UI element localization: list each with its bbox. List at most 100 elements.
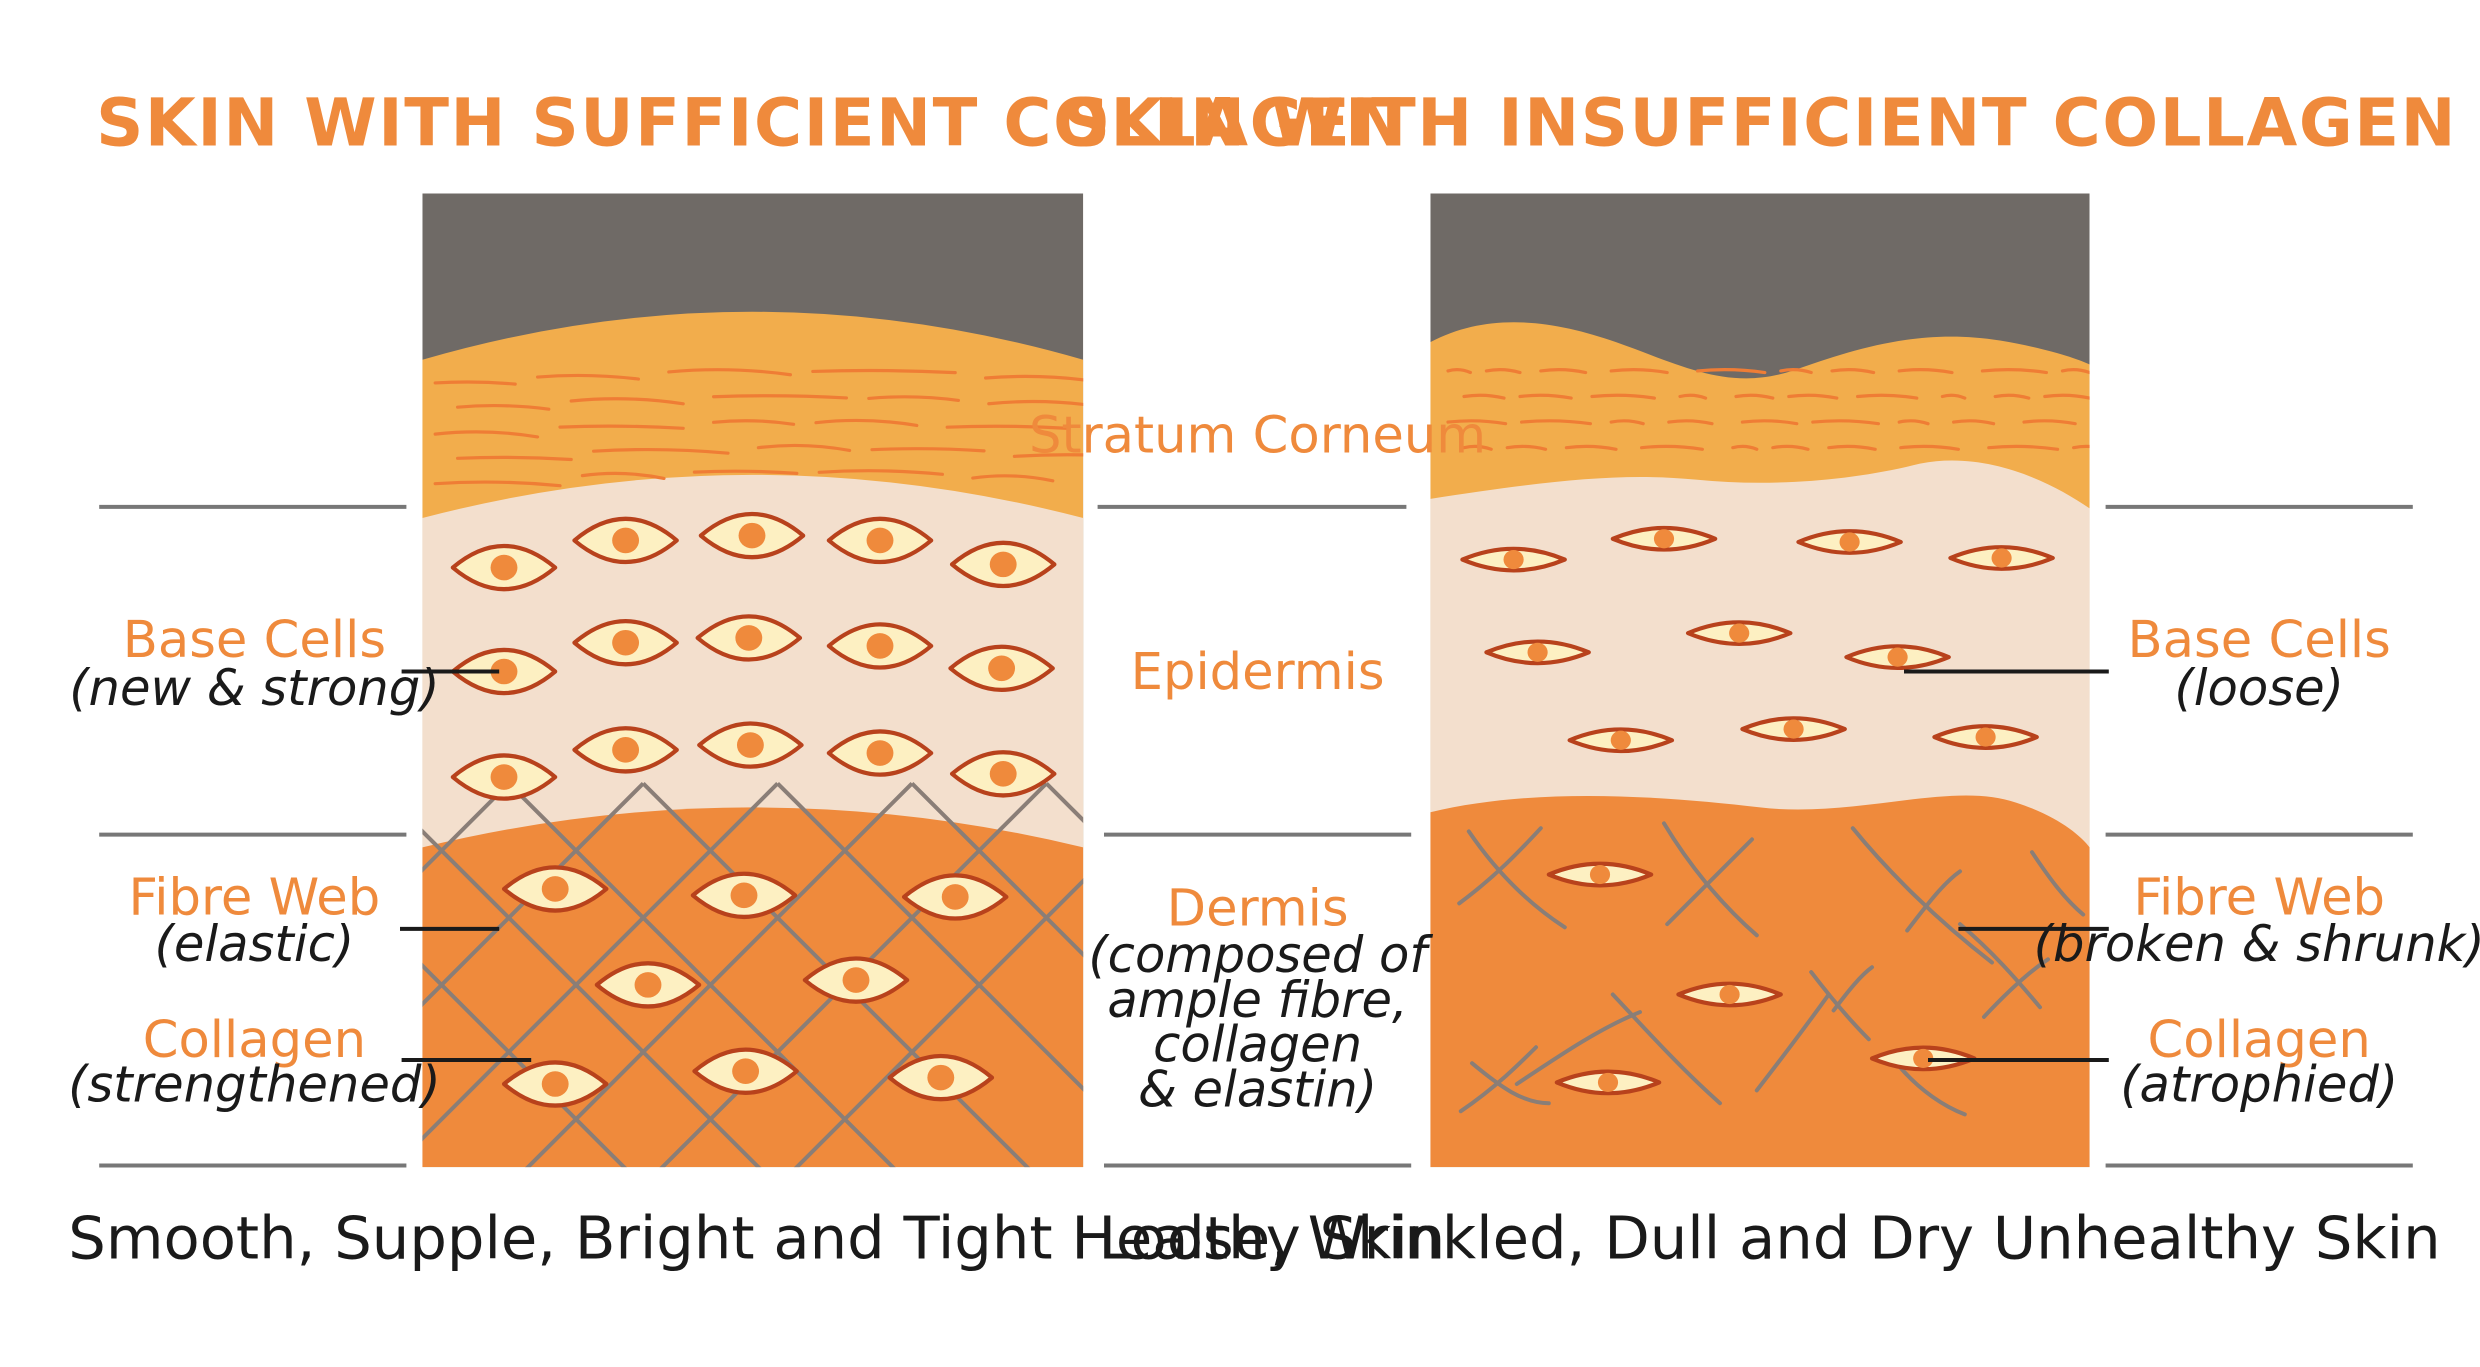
cell-nucleus <box>866 527 894 554</box>
left-collagen-desc: (strengthened) <box>68 1056 441 1114</box>
left-fibre-web <box>0 782 1084 1199</box>
right-collagen-desc: (atrophied) <box>2120 1056 2398 1114</box>
cell <box>948 644 1055 692</box>
cell <box>1676 981 1783 1008</box>
cell-nucleus <box>988 655 1016 682</box>
cell-nucleus <box>1653 529 1675 549</box>
stratum-stroke <box>971 474 1055 483</box>
stratum-stroke <box>580 471 666 481</box>
stratum-stroke <box>2060 368 2090 375</box>
cell-nucleus <box>866 633 894 659</box>
right-caption: Loose, Wrinkled, Dull and Dry Unhealthy … <box>1099 1203 2441 1272</box>
right-fibre-web-desc: (broken & shrunk) <box>2034 915 2480 973</box>
epidermis-label: Epidermis <box>1131 642 1385 702</box>
cell-nucleus <box>541 1071 569 1097</box>
broken-fibre <box>1610 992 1722 1106</box>
cell-nucleus <box>941 884 969 910</box>
cell-nucleus <box>738 522 766 549</box>
cell <box>1567 727 1675 754</box>
stratum-stroke <box>433 430 540 439</box>
stratum-stroke <box>1827 444 1877 451</box>
stratum-stroke <box>1590 393 1656 400</box>
stratum-stroke <box>2072 444 2090 450</box>
cell <box>501 865 609 913</box>
stratum-stroke <box>456 455 573 462</box>
right-leader-lines <box>1904 669 2109 1063</box>
stratum-stroke <box>1667 419 1714 426</box>
broken-fibre <box>1958 922 2042 1010</box>
stratum-stroke <box>867 395 961 403</box>
left-fibre-web-label: Fibre Web <box>129 868 381 928</box>
left-base-cells-desc: (new & strong) <box>69 659 439 717</box>
fibre-line <box>0 783 240 1199</box>
fibre-line <box>422 782 511 873</box>
cell <box>450 543 558 592</box>
stratum-stroke <box>945 424 1071 430</box>
broken-fibre <box>1982 957 2050 1019</box>
cell-nucleus <box>1729 623 1750 643</box>
left-stratum-texture <box>433 368 1084 488</box>
cell <box>692 1047 799 1095</box>
stratum-stroke <box>667 368 793 377</box>
cell-nucleus <box>1610 730 1631 750</box>
stratum-stroke <box>1952 419 1996 426</box>
cell-nucleus <box>612 737 640 763</box>
stratum-stroke <box>1462 393 1506 400</box>
cell-nucleus <box>612 527 640 554</box>
stratum-stroke <box>456 403 551 411</box>
cell <box>698 511 806 560</box>
stratum-stroke <box>536 373 641 381</box>
right-cells <box>1460 526 2055 1096</box>
broken-fibre <box>1458 1045 1538 1114</box>
cell <box>1460 546 1567 573</box>
cell <box>949 540 1057 589</box>
broken-fibre <box>1754 992 1831 1093</box>
stratum-stroke <box>1609 368 1669 375</box>
cell <box>1844 644 1951 670</box>
stratum-stroke <box>1505 444 1548 451</box>
cell-nucleus <box>989 551 1017 578</box>
stratum-stroke <box>712 394 849 400</box>
cell <box>826 622 934 670</box>
right-dermis <box>1430 795 2090 1168</box>
stratum-stroke <box>692 469 799 475</box>
stratum-stroke <box>1564 444 1618 451</box>
stratum-stroke <box>1856 393 1919 400</box>
cell-nucleus <box>1719 984 1740 1005</box>
cell <box>1610 526 1718 552</box>
cell <box>697 721 804 769</box>
stratum-stroke <box>817 469 945 476</box>
cell <box>826 516 934 565</box>
left-base-cells-label: Base Cells <box>123 610 386 670</box>
stratum-stroke <box>712 419 796 426</box>
stratum-stroke <box>1779 368 1813 375</box>
broken-fibre <box>1514 1010 1642 1087</box>
cell-nucleus <box>1887 647 1908 667</box>
cell <box>690 871 798 920</box>
dermis-desc-line-1: (composed of <box>1088 926 1433 984</box>
cell-nucleus <box>1783 719 1804 739</box>
stratum-stroke <box>1518 393 1573 400</box>
broken-fibre <box>1457 826 1543 906</box>
broken-fibre <box>1850 826 1994 965</box>
stratum-stroke <box>1696 368 1767 375</box>
cell-nucleus <box>490 764 518 790</box>
stratum-stroke <box>814 418 919 428</box>
left-cells <box>450 511 1057 1108</box>
cell <box>695 614 803 662</box>
left-skin-panel <box>0 193 1084 1199</box>
cell <box>450 647 558 696</box>
cell-nucleus <box>730 882 758 909</box>
stratum-stroke <box>1771 444 1810 451</box>
fibre-line <box>422 782 780 1142</box>
cell <box>1932 724 2039 750</box>
divider-lines <box>99 504 2413 1168</box>
stratum-stroke <box>1484 368 1522 375</box>
cell <box>1484 639 1591 666</box>
cell <box>901 873 1009 921</box>
dermis-desc-line-4: & elastin) <box>1138 1060 1377 1118</box>
cell-nucleus <box>1839 532 1860 552</box>
stratum-stroke <box>756 443 852 453</box>
stratum-stroke <box>1446 368 1472 375</box>
cell-nucleus <box>1991 548 2012 568</box>
